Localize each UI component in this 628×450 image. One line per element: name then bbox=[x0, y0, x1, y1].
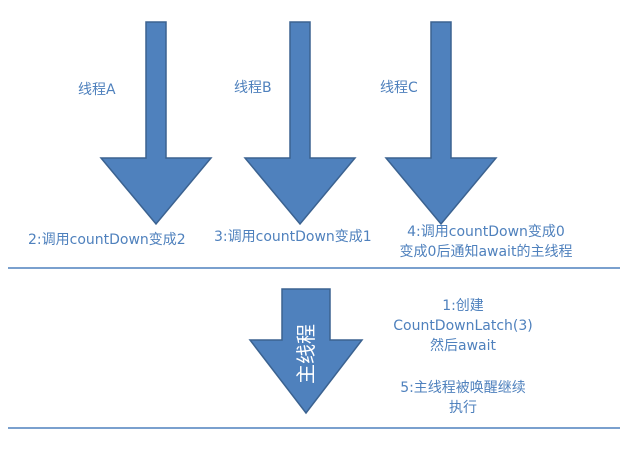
thread-c-label: 线程C bbox=[380, 80, 418, 96]
step1-line1: 1:创建 bbox=[442, 298, 484, 314]
thread-b-arrow bbox=[243, 21, 357, 226]
step5-line2: 执行 bbox=[449, 400, 477, 416]
step1-line3: 然后await bbox=[430, 338, 496, 354]
step5-line1: 5:主线程被唤醒继续 bbox=[400, 380, 526, 396]
thread-c-action-line2: 变成0后通知await的主线程 bbox=[399, 244, 573, 260]
thread-a-action: 2:调用countDown变成2 bbox=[28, 232, 186, 248]
thread-b-action: 3:调用countDown变成1 bbox=[214, 229, 372, 245]
thread-b-label: 线程B bbox=[234, 80, 272, 96]
thread-a-arrow bbox=[99, 21, 213, 226]
thread-c-action: 4:调用countDown变成0 变成0后通知await的主线程 bbox=[380, 222, 592, 262]
thread-a-label: 线程A bbox=[78, 82, 116, 98]
thread-c-action-line1: 4:调用countDown变成0 bbox=[407, 224, 565, 240]
main-thread-arrow bbox=[248, 288, 364, 415]
thread-c-arrow bbox=[384, 21, 498, 226]
step1-line2: CountDownLatch(3) bbox=[393, 318, 533, 334]
step1-text: 1:创建 CountDownLatch(3) 然后await bbox=[388, 296, 538, 356]
main-thread-label: 主线程 bbox=[294, 324, 318, 384]
step5-text: 5:主线程被唤醒继续 执行 bbox=[385, 378, 541, 418]
